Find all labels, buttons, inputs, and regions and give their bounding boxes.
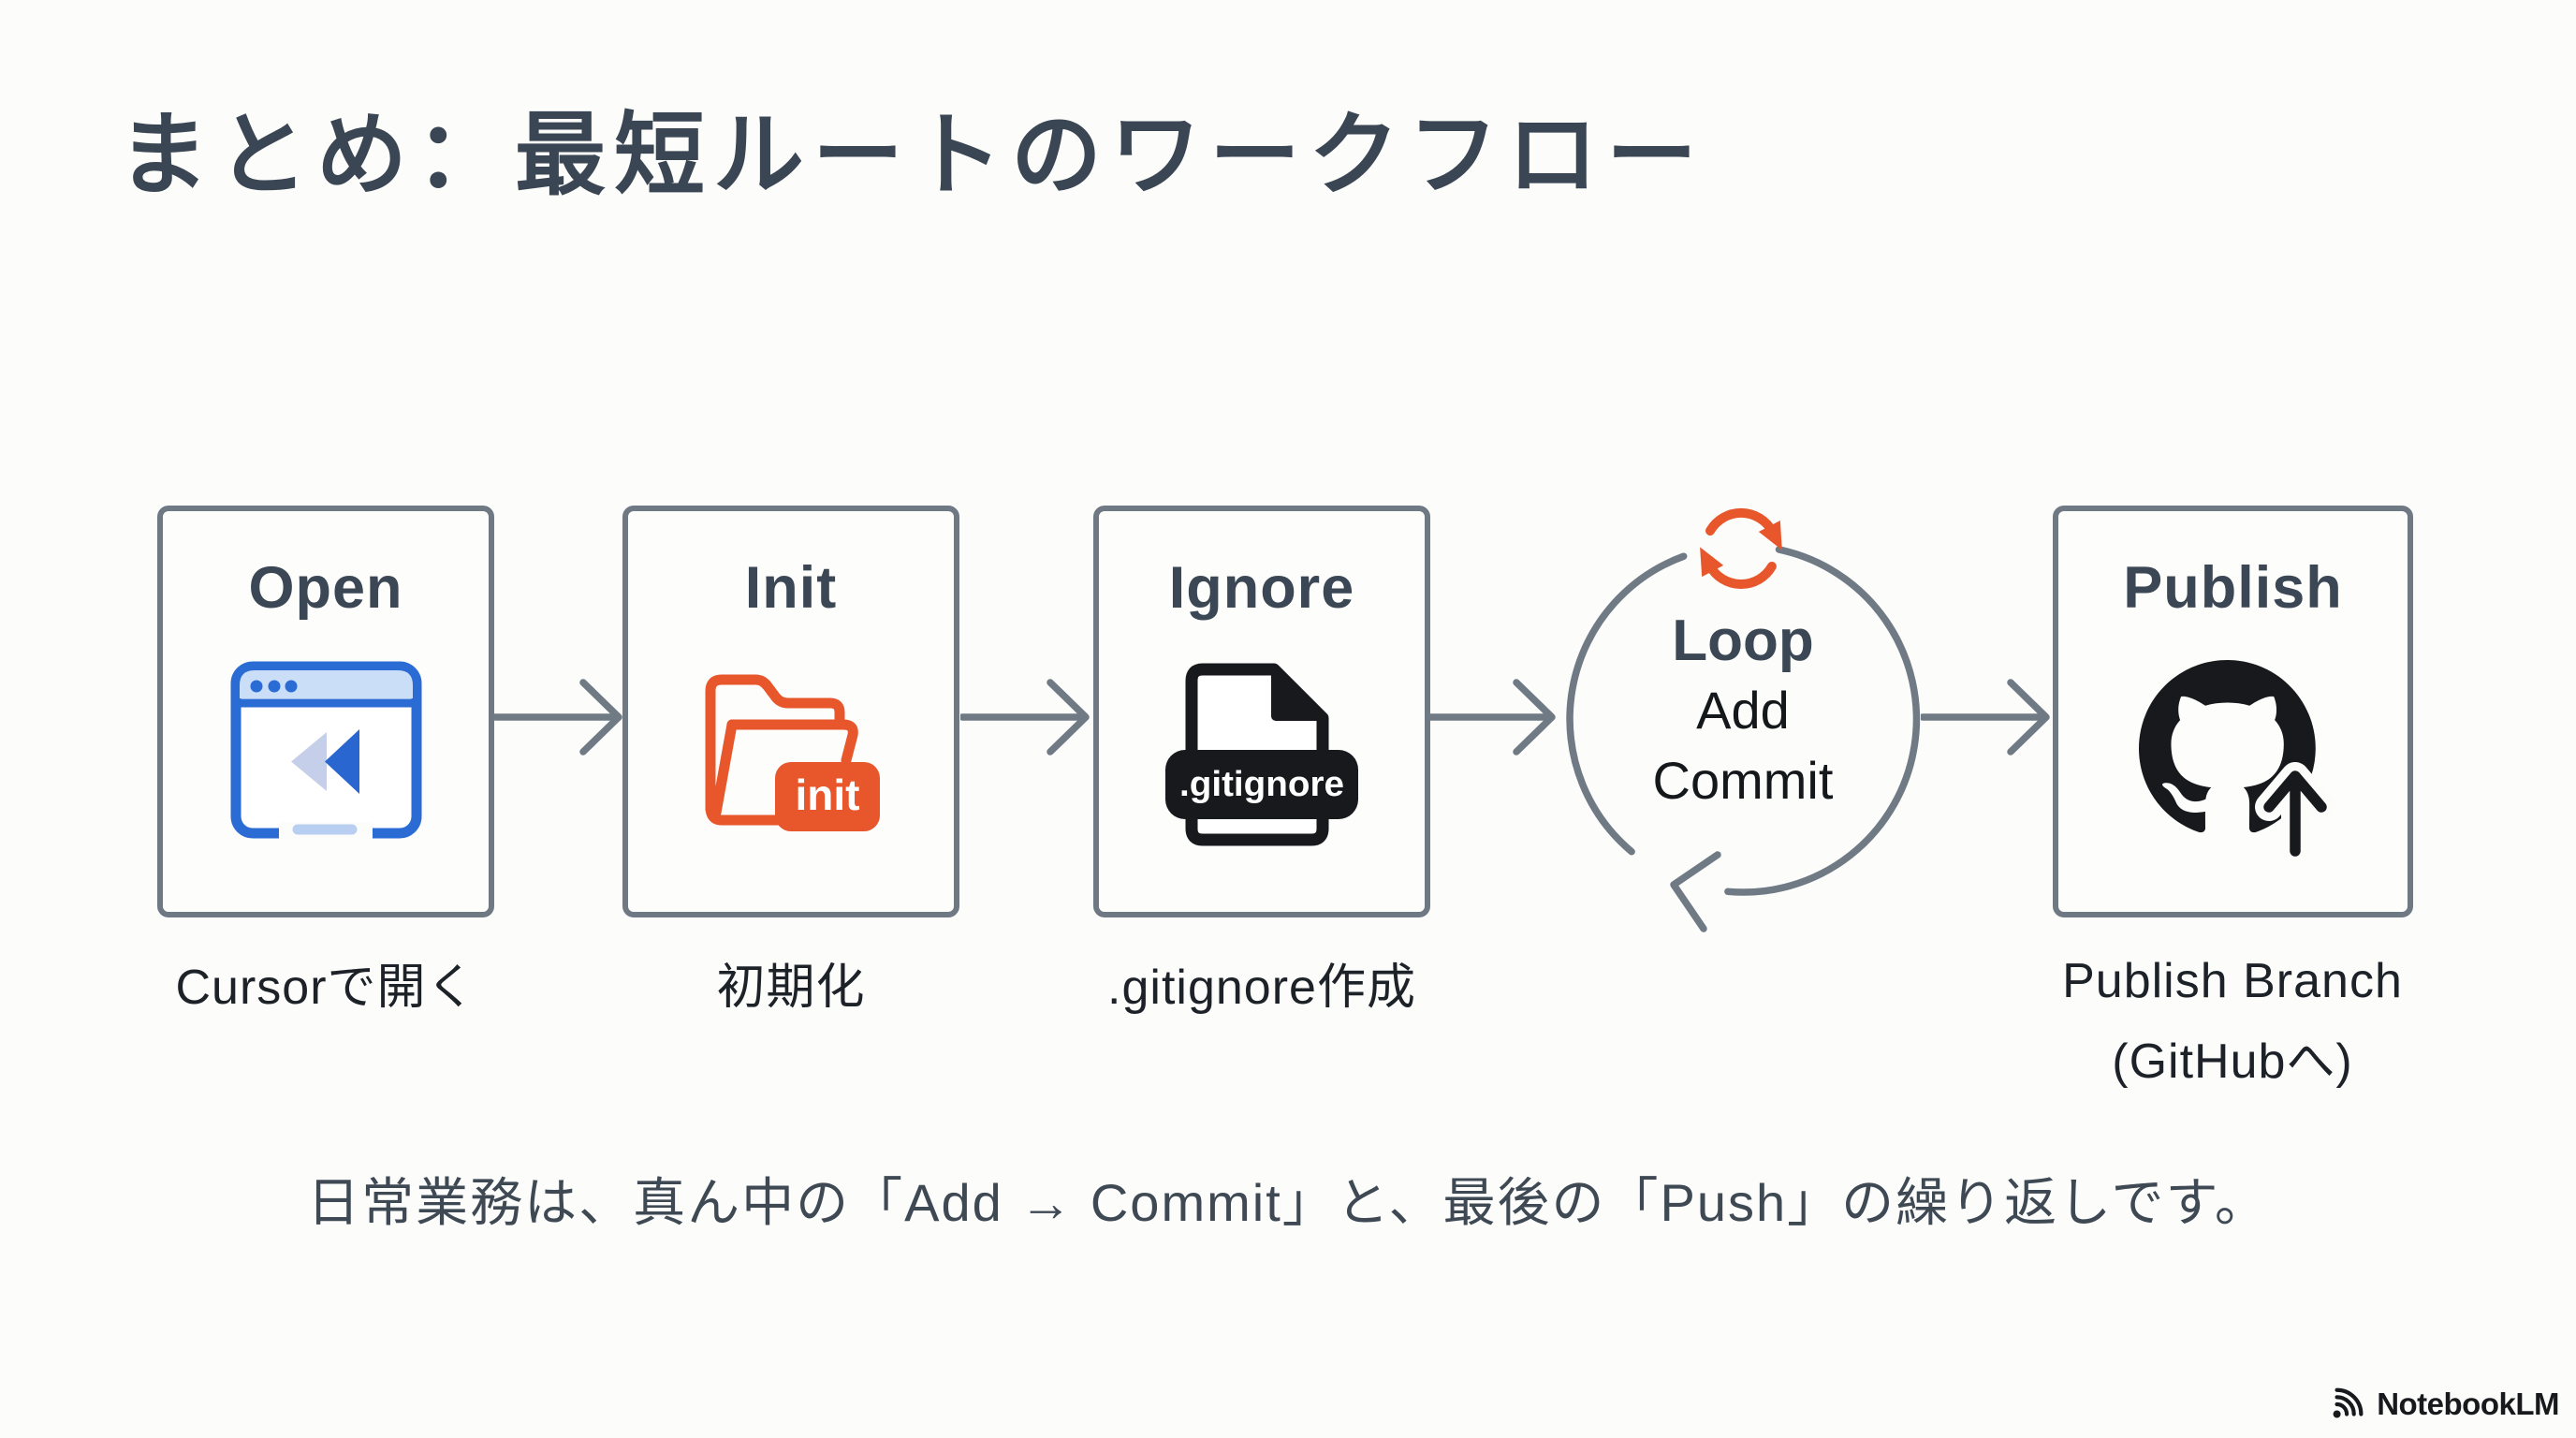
flow-arrow-icon [493, 656, 624, 778]
upload-arrow-icon [2254, 762, 2335, 858]
summary-note: 日常業務は、真ん中の「Add → Commit」と、最後の「Push」の繰り返し… [307, 1173, 2269, 1232]
browser-back-icon [230, 661, 422, 839]
init-badge-label: init [796, 770, 860, 819]
step-label-ignore: Ignore [1168, 555, 1355, 621]
gitignore-badge-label: .gitignore [1179, 765, 1344, 804]
step-box-ignore: Ignore .gitignore [1093, 506, 1430, 917]
notebooklm-watermark: NotebookLM [2329, 1386, 2559, 1423]
step-box-init: Init init [622, 506, 959, 917]
caption-ignore: .gitignore作成 [1107, 961, 1416, 1015]
caption-init: 初期化 [716, 961, 866, 1015]
flow-arrow-icon [1921, 656, 2052, 778]
git-init-folder-icon: init [688, 661, 894, 839]
step-label-open: Open [248, 555, 403, 621]
step-box-open: Open [157, 506, 494, 917]
page-title: まとめ：最短ルートのワークフロー [118, 104, 1705, 206]
loop-label: Loop [1672, 609, 1814, 673]
caption-publish-line2: (GitHubへ) [2112, 1034, 2353, 1089]
notebooklm-label: NotebookLM [2377, 1387, 2559, 1421]
step-box-publish: Publish [2053, 506, 2413, 917]
loop-node [1549, 482, 1933, 955]
caption-publish-line1: Publish Branch [2062, 954, 2403, 1008]
loop-text: Loop Add Commit [1588, 610, 1897, 812]
loop-line-add: Add [1696, 681, 1790, 741]
loop-circle-and-sync-icon [1566, 507, 1921, 932]
flow-arrow-icon [1427, 656, 1558, 778]
notebooklm-logo-icon [2329, 1386, 2368, 1423]
github-publish-icon [2130, 652, 2336, 858]
loop-line-commit: Commit [1652, 751, 1834, 811]
flow-arrow-icon [960, 656, 1091, 778]
gitignore-file-icon: .gitignore [1164, 661, 1360, 848]
step-label-init: Init [744, 555, 838, 621]
step-label-publish: Publish [2123, 555, 2343, 621]
caption-publish: Publish Branch (GitHubへ) [2012, 942, 2452, 1103]
caption-open: Cursorで開く [175, 961, 476, 1015]
sync-refresh-icon [1700, 507, 1782, 590]
